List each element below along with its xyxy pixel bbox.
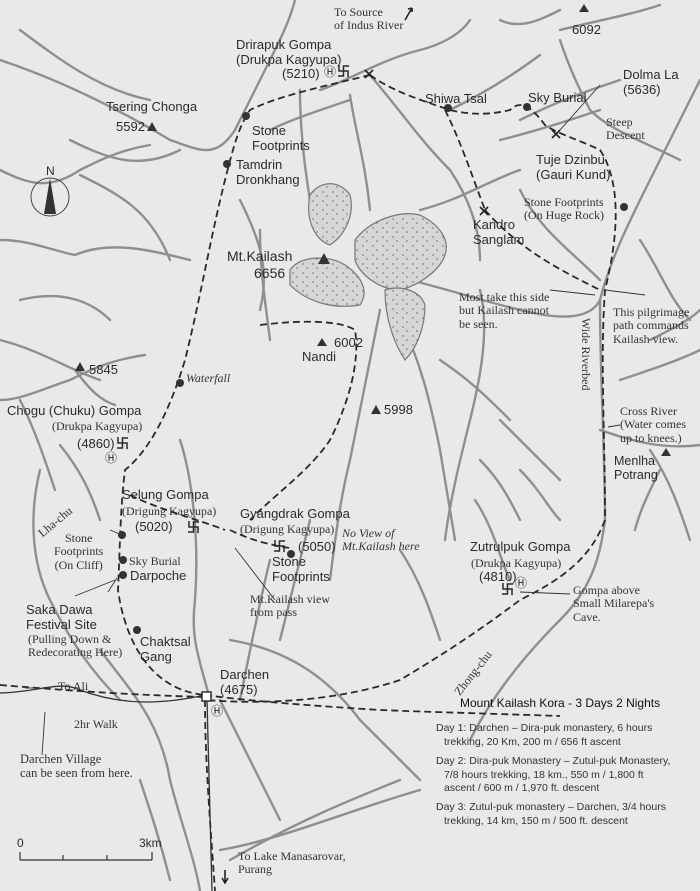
arrow-up-icon — [404, 7, 413, 21]
hotel-icon-drirapuk: Ⓗ — [324, 65, 337, 79]
zutrulpuk-sect: (Drukpa Kagyupa) — [471, 556, 562, 570]
gompa-icon-gyangdrak: 卐 — [273, 539, 287, 554]
hotel-icon-darchen: Ⓗ — [211, 704, 224, 718]
dolma-la-label: Dolma La(5636) — [623, 67, 679, 97]
itinerary-day-3: Day 3: Zutul-puk monastery – Darchen, 3/… — [436, 801, 666, 827]
drirapuk-gompa-label: Drirapuk Gompa(Drukpa Kagyupa) — [236, 37, 342, 67]
hotel-icon-chogu: Ⓗ — [105, 451, 118, 465]
site-dots — [118, 103, 628, 634]
pass-icons — [364, 69, 561, 216]
sky-burial-north-label: Sky Burial — [528, 90, 587, 105]
map-title: Mount Kailash Kora - 3 Days 2 Nights — [460, 696, 661, 710]
chogu-gompa-label: Chogu (Chuku) Gompa — [7, 403, 142, 418]
itinerary-day-2: Day 2: Dira-puk Monastery – Zutul-puk Mo… — [436, 755, 671, 795]
peak-icon-tsering — [147, 122, 157, 131]
shiwa-tsal-label: Shiwa Tsal — [425, 91, 487, 106]
to-ali-label: To Ali — [58, 679, 89, 693]
waterfall-label: Waterfall — [186, 371, 231, 385]
peak-icon-nandi — [317, 338, 327, 346]
stone-footprints-rock-label: Stone Footprints(On Huge Rock) — [524, 195, 604, 223]
peak-markers — [75, 4, 671, 456]
two-hr-walk-label: 2hr Walk — [74, 717, 118, 731]
drirapuk-elevation: (5210) — [282, 66, 320, 81]
town-icon-darchen — [201, 691, 212, 702]
chogu-sect: (Drukpa Kagyupa) — [52, 419, 143, 433]
mt-kailash-label: Mt.Kailash — [227, 248, 293, 264]
tuje-dzinbu-label: Tuje Dzinbu(Gauri Kund) — [536, 152, 611, 182]
peak-icon-5998 — [371, 405, 381, 414]
gompa-icon-drirapuk: 卐 — [337, 64, 351, 79]
gompa-icon-zutrulpuk: 卐 — [501, 582, 515, 597]
gompa-icon-chogu: 卐 — [116, 436, 130, 451]
gyangdrak-elevation: (5050) — [298, 539, 336, 554]
kora-trail — [0, 74, 617, 891]
peak-icon-6092 — [579, 4, 589, 12]
peak-label-6092: 6092 — [572, 22, 601, 37]
peak-icon-kailash — [318, 253, 330, 264]
gyangdrak-sect: (Drigung Kagyupa) — [240, 522, 335, 536]
peak-icon-5845 — [75, 362, 85, 371]
arrow-down-icon — [221, 870, 229, 885]
itinerary-day-1: Day 1: Darchen – Dira-puk monastery, 6 h… — [436, 722, 653, 748]
chogu-elevation: (4860) — [77, 436, 115, 451]
selung-gompa-label: Selung Gompa — [122, 487, 209, 502]
pointer-arrows — [25, 84, 646, 756]
scale-start: 0 — [17, 836, 24, 850]
wide-riverbed-label: Wide Riverbed — [579, 318, 593, 391]
to-manasarovar-label: To Lake Manasarovar,Purang — [238, 849, 346, 877]
tsering-chonga-label: Tsering Chonga — [106, 99, 198, 114]
hotel-icon-zutrulpuk: Ⓗ — [515, 576, 528, 590]
gyangdrak-gompa-label: Gyangdrak Gompa — [240, 506, 350, 521]
peak-icon-menlha — [661, 448, 671, 456]
sky-burial-south-label: Sky Burial — [129, 554, 181, 568]
zutrulpuk-gompa-label: Zutrulpuk Gompa — [470, 539, 571, 554]
mt-kailash-elevation: 6656 — [254, 265, 286, 281]
zutrulpuk-elevation: (4810) — [479, 569, 517, 584]
nandi-elevation: 6002 — [334, 335, 363, 350]
selung-sect: (Drigung Kagyupa) — [122, 504, 217, 518]
peak-label-5998: 5998 — [384, 402, 413, 417]
nandi-label: Nandi — [302, 349, 336, 364]
glaciers — [289, 183, 447, 361]
peak-label-5845: 5845 — [89, 362, 118, 377]
north-arrow-icon — [30, 177, 70, 217]
compass-north-label: N — [46, 164, 55, 178]
scale-end: 3km — [139, 836, 162, 850]
selung-elevation: (5020) — [135, 519, 173, 534]
saka-dawa-note: (Pulling Down &Redecorating Here) — [28, 632, 123, 660]
gompa-icon-selung: 卐 — [187, 520, 201, 535]
darchen-label: Darchen(4675) — [220, 667, 270, 697]
scale-bar — [19, 852, 153, 861]
darpoche-label: Darpoche — [130, 568, 187, 583]
roads — [0, 685, 213, 891]
tsering-chonga-elevation: 5592 — [116, 119, 145, 134]
